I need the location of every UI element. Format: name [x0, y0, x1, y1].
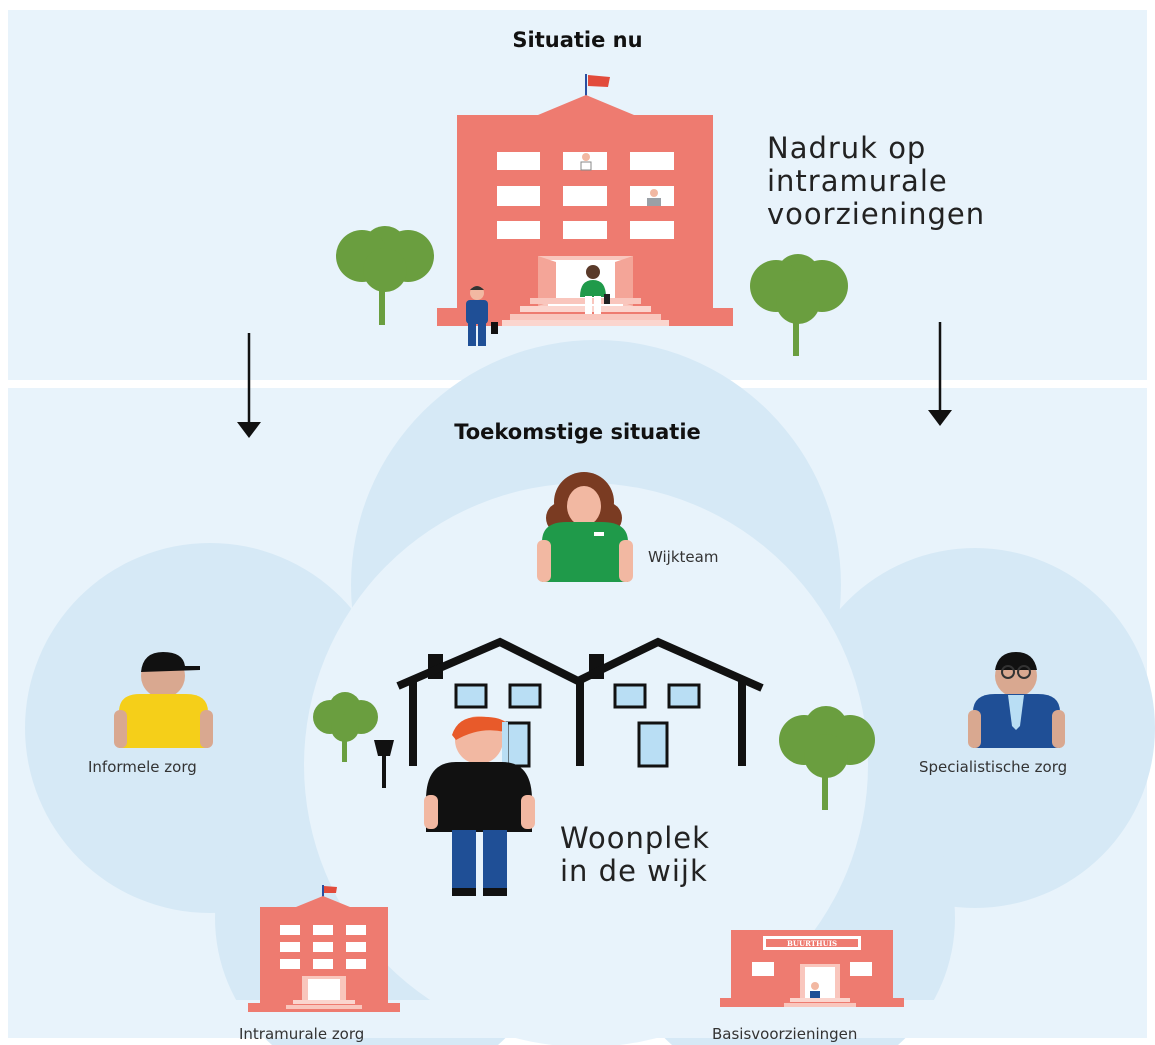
- person-wijkteam-icon: [537, 472, 633, 582]
- center-description-line-1: Woonplek: [560, 821, 710, 855]
- small-hospital-icon: [248, 885, 400, 1012]
- tree-icon: [779, 706, 875, 810]
- buurthuis-building-icon: [720, 930, 904, 1007]
- now-description-line-2: intramurale: [767, 164, 948, 198]
- street-lamp-icon: [374, 740, 394, 788]
- label-basisvoorzieningen: Basisvoorzieningen: [712, 1025, 858, 1043]
- person-specialist-icon: [968, 652, 1065, 748]
- houses-icon: [396, 637, 764, 768]
- center-circle: [304, 483, 868, 1045]
- label-specialistische-zorg: Specialistische zorg: [919, 758, 1068, 776]
- section-title-future: Toekomstige situatie: [454, 420, 701, 444]
- person-businessman-icon: [466, 286, 498, 346]
- label-intramurale-zorg: Intramurale zorg: [239, 1025, 365, 1043]
- tree-icon: [750, 254, 848, 356]
- person-resident-icon: [424, 716, 535, 896]
- center-description: Woonplek in de wijk: [560, 822, 710, 888]
- now-description: Nadruk op intramurale voorzieningen: [767, 132, 985, 231]
- center-description-line-2: in de wijk: [560, 854, 708, 888]
- now-description-line-3: voorzieningen: [767, 197, 986, 231]
- arrow-right: [928, 322, 952, 426]
- tree-icon: [313, 692, 378, 762]
- arrow-left: [237, 333, 261, 438]
- tree-icon: [336, 226, 434, 325]
- person-green-icon: [580, 265, 610, 314]
- label-wijkteam: Wijkteam: [648, 548, 719, 566]
- now-description-line-1: Nadruk op: [767, 131, 927, 165]
- person-informele-icon: [114, 652, 213, 748]
- section-title-now: Situatie nu: [512, 28, 643, 52]
- buurthuis-sign: BUURTHUIS: [787, 939, 837, 948]
- label-informele-zorg: Informele zorg: [88, 758, 197, 776]
